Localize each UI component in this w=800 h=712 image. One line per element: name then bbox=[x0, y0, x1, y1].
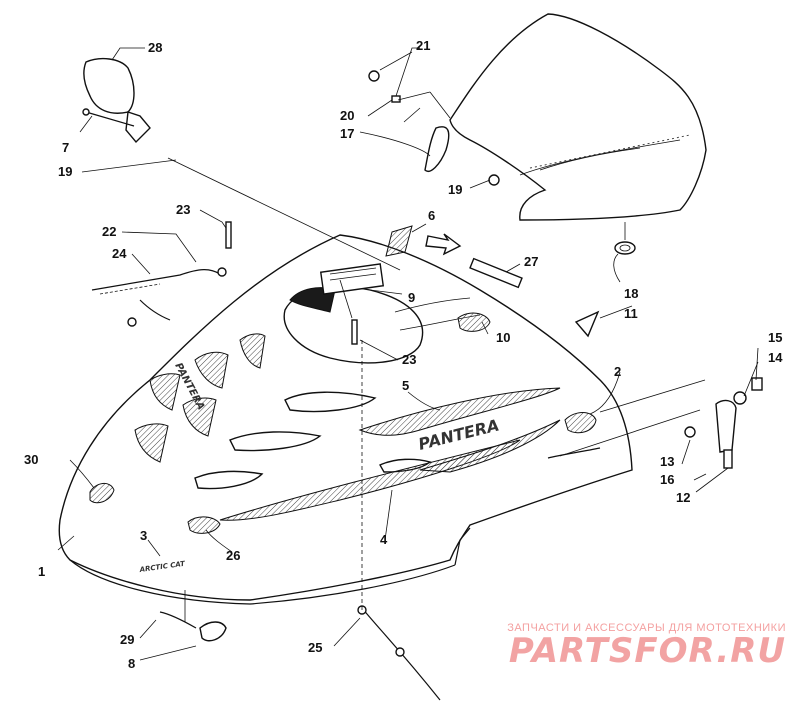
leader-lines bbox=[57, 47, 759, 661]
decal-11 bbox=[574, 310, 600, 338]
callout-10: 10 bbox=[496, 330, 510, 345]
decal-6 bbox=[385, 225, 413, 257]
callout-6: 6 bbox=[428, 208, 435, 223]
callout-1: 1 bbox=[38, 564, 45, 579]
callout-21: 21 bbox=[416, 38, 430, 53]
patch-2 bbox=[564, 412, 597, 434]
windshield bbox=[368, 13, 707, 255]
callout-12: 12 bbox=[676, 490, 690, 505]
cable-assembly bbox=[91, 267, 227, 327]
callout-18: 18 bbox=[624, 286, 638, 301]
watermark-logo: PARTSFOR.RU bbox=[508, 631, 786, 671]
callout-5: 5 bbox=[402, 378, 409, 393]
callout-8: 8 bbox=[128, 656, 135, 671]
watermark: ЗАПЧАСТИ И АКСЕССУАРЫ ДЛЯ МОТОТЕХНИКИ PA… bbox=[507, 622, 786, 668]
assembly-lines bbox=[167, 91, 706, 622]
callout-11: 11 bbox=[624, 306, 638, 321]
callout-14: 14 bbox=[768, 350, 783, 365]
callout-17: 17 bbox=[340, 126, 354, 141]
hood: PANTERA PANTERA ARCTIC CAT bbox=[58, 225, 633, 605]
callout-24: 24 bbox=[112, 246, 127, 261]
callout-19-mirror: 19 bbox=[58, 164, 72, 179]
decal-27 bbox=[469, 257, 523, 289]
callout-25: 25 bbox=[308, 640, 322, 655]
callout-22: 22 bbox=[102, 224, 116, 239]
decal-9 bbox=[319, 263, 385, 295]
callout-15: 15 bbox=[768, 330, 782, 345]
stripe-decal-upper bbox=[358, 387, 561, 436]
bracket-assembly bbox=[684, 377, 763, 469]
callout-23-bottom: 23 bbox=[402, 352, 416, 367]
grommet-18 bbox=[614, 241, 636, 255]
callout-labels: 1 2 3 4 5 6 7 8 9 10 11 12 13 14 15 16 1… bbox=[24, 38, 783, 671]
mirror-assembly bbox=[82, 57, 151, 144]
callout-19-windshield: 19 bbox=[448, 182, 462, 197]
trim-17 bbox=[424, 126, 450, 172]
callout-23-top: 23 bbox=[176, 202, 190, 217]
callout-29: 29 bbox=[120, 632, 134, 647]
watermark-caption: ЗАПЧАСТИ И АКСЕССУАРЫ ДЛЯ МОТОТЕХНИКИ bbox=[507, 622, 786, 634]
callout-13: 13 bbox=[660, 454, 674, 469]
callout-28: 28 bbox=[148, 40, 162, 55]
callout-4: 4 bbox=[380, 532, 388, 547]
patch-26 bbox=[187, 516, 221, 534]
callout-30: 30 bbox=[24, 452, 38, 467]
callout-16: 16 bbox=[660, 472, 674, 487]
callout-20: 20 bbox=[340, 108, 354, 123]
callout-3: 3 bbox=[140, 528, 147, 543]
callout-7: 7 bbox=[62, 140, 69, 155]
patch-10 bbox=[457, 312, 491, 332]
hood-outline bbox=[58, 234, 633, 601]
patch-30 bbox=[89, 483, 115, 504]
callout-26: 26 bbox=[226, 548, 240, 563]
callout-9: 9 bbox=[408, 290, 415, 305]
callout-2: 2 bbox=[614, 364, 621, 379]
windshield-outline bbox=[449, 13, 707, 221]
light-8 bbox=[199, 621, 227, 642]
callout-27: 27 bbox=[524, 254, 538, 269]
cable-25 bbox=[361, 607, 441, 701]
